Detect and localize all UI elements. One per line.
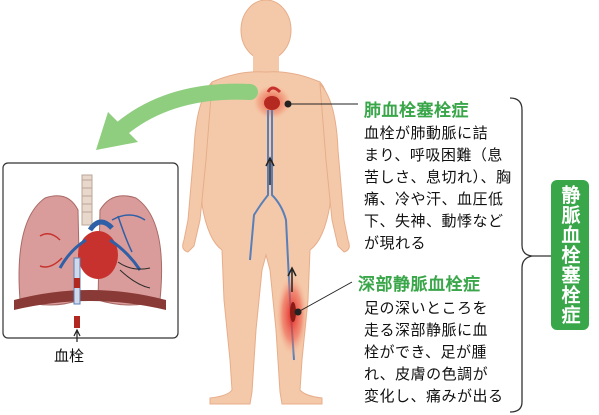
human-body: [182, 0, 350, 405]
pulmonary-title: 肺血栓塞栓症: [364, 101, 469, 121]
pulmonary-line: 苦しさ、息切れ）、胸: [364, 168, 512, 186]
dvt-connector: [297, 281, 353, 313]
vte-badge-label: 静脈血栓塞栓症: [558, 185, 581, 325]
dvt-line: れ、皮膚の色調が: [364, 365, 489, 383]
pulmonary-line: まり、呼吸困難（息: [364, 146, 503, 164]
dvt-line: 足の深いところを: [364, 299, 489, 317]
label-bracket: [509, 97, 533, 413]
dvt-title: 深部静脈血栓症: [358, 275, 481, 295]
lung-inset: [2, 162, 179, 342]
dvt-line: 変化し、痛みが出る: [364, 387, 504, 405]
pulmonary-line: 血栓が肺動脈に詰: [364, 124, 489, 142]
dvt-description: 足の深いところを 走る深部静脈に血 栓ができ、足が腫 れ、皮膚の色調が 変化し、…: [364, 297, 504, 407]
dvt-line: 走る深部静脈に血: [364, 321, 489, 339]
pulmonary-line: が現れる: [364, 234, 427, 252]
flow-arrow: [96, 83, 258, 150]
pulmonary-line: 下、失神、動悸など: [364, 212, 504, 230]
pulmonary-description: 血栓が肺動脈に詰 まり、呼吸困難（息 苦しさ、息切れ）、胸 痛、冷や汗、血圧低 …: [364, 122, 512, 254]
vte-badge: 静脈血栓塞栓症: [551, 180, 589, 330]
thrombus-label: 血栓: [54, 347, 85, 365]
pulmonary-line: 痛、冷や汗、血圧低: [364, 190, 504, 208]
dvt-line: 栓ができ、足が腫: [364, 343, 487, 361]
